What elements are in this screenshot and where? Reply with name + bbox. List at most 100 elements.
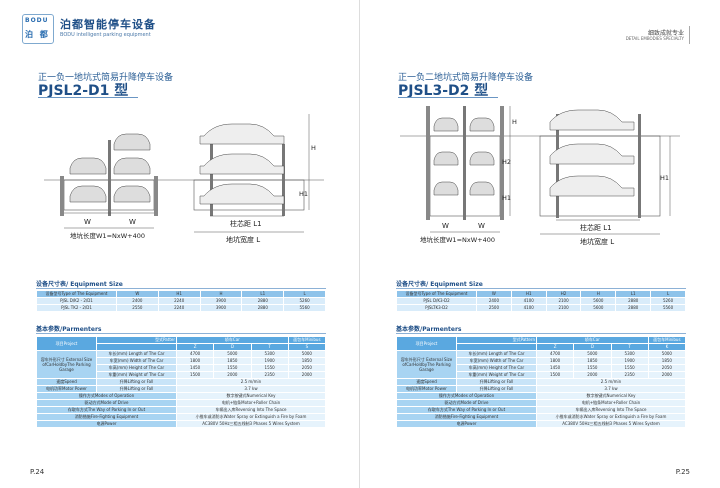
pit-length-label: 地坑长度W1=NxW+400 [420,235,495,244]
table-cell: 5000 [647,350,687,358]
brand-name-cn: 泊都智能停车设备 [60,18,156,31]
table-cell: 2100 [545,297,582,305]
table-cell: 3.7 kw [176,385,326,393]
table-cell: PJSL D/K2 - 2/D1 [36,297,117,305]
size-table: 设备型号Type of The Equipment W H1 H2 H L1 L… [396,290,686,312]
table-header: W [476,290,512,298]
table-cell: 1850 [573,357,612,365]
post [500,106,504,220]
table-cell: 3900 [199,304,243,312]
dim-h2-label: H2 [502,158,511,166]
table-header: D [213,343,252,351]
table-header: 轿车Car [176,336,289,344]
table-cell: 2880 [241,304,285,312]
table-cell: 5560 [650,304,686,312]
table-header: H [199,290,243,298]
table-row: 电源Power AC380V 50Hz三相五线制3 Phases 5 Wires… [36,420,326,428]
table-row: 车重(mm) Weight of The Car 1500 2000 2350 … [397,371,687,379]
page-number: P.24 [30,468,45,476]
logo-latin: BODU [25,17,49,24]
left-page: BODU 泊 都 泊都智能停车设备 BODU intelligent parki… [22,0,360,488]
table-header-row: 项目Project 型式Pattern 轿车Car 面包车Minibus [396,336,687,351]
section-rule [396,288,686,289]
table-cell: 3.7 kw [536,385,686,393]
table-header: K [647,343,687,351]
table-cell: 5300 [610,350,649,358]
table-cell: 车辆出入库Reversing Into The Space [536,406,686,414]
table-cell: 电源Power [396,420,537,428]
table-row: 操作方式Modes of Operation 数字按键式Numerical Ke… [36,392,326,400]
pjsl3-diagram: H H2 H1 W W 地坑长度W1=NxW+400 H1 柱芯距 L1 地坑宽… [400,106,680,246]
table-cell: 5600 [580,297,617,305]
table-cell: 小推车或消防水Water Spray or Extinguish a Fire … [176,413,326,421]
table-cell: 1450 [175,364,215,372]
table-cell: 驱动方式Mode of Drive [36,399,177,407]
pit-length-label: 地坑长度W1=NxW+400 [70,231,145,240]
table-cell: 速度Speed [396,378,457,386]
table-cell: 操作方式Modes of Operation [36,392,177,400]
table-cell: PJSLTK3-D2 [396,304,477,312]
param-table: 项目Project 型式Patter 轿车Car 面包车Minibus Z D … [36,336,327,428]
table-cell: AC380V 50Hz三相五线制3 Phases 5 Wires System [176,420,326,428]
model-subtitle: 正一负二地坑式简易升降停车设备 [398,73,534,83]
dim-h-label: H [512,118,517,126]
right-page: 细致成就专业 DETAIL EMBODIES SPECIALTY 正一负二地坑式… [360,0,720,488]
table-row: PJSL D/K2 - 2/D1 2400 2240 3900 2880 526… [36,297,326,305]
table-cell: 车宽(mm) Width of The Car [456,357,537,365]
table-cell: 电机功率Motor Power [36,385,97,393]
table-cell: 2000 [573,371,612,379]
table-cell: 2400 [116,297,159,305]
table-cell: 2240 [157,297,201,305]
table-cell: 数字按键式Numerical Key [536,392,686,400]
table-row: 容车外形尺寸 External Size ofCarHoldbyThe Park… [396,350,687,379]
section-rule [36,333,326,334]
table-cell: 小推车或消防水Water Spray or Extinguish a Fire … [536,413,686,421]
table-row: PJSL TK2 - 2/D1 2550 2240 3900 2880 5560 [36,304,326,312]
table-header: 轿车Car [536,336,649,344]
table-cell: 2050 [287,364,327,372]
core-width-label: 柱芯距 L1 [230,219,262,228]
table-cell: 2350 [610,371,649,379]
car-side-icon [199,123,285,205]
table-cell: 电源Power [36,420,177,428]
table-cell: 4700 [535,350,575,358]
table-row: 车高(mm) Height of The Car 1450 1550 1550 … [397,364,687,372]
dim-h1-label: H1 [660,174,669,182]
table-cell: 2000 [213,371,252,379]
table-cell: 2.5 m/min [536,378,686,386]
size-table: 设备型号Type of The Equipment W H1 H L1 L PJ… [36,290,326,312]
table-cell: 升降Lifting or Fall [456,385,537,393]
dim-h1-label: H1 [299,190,308,198]
tagline-cn: 细致成就专业 [647,30,684,37]
table-cell: 5000 [287,350,327,358]
table-row: 存取车方式The Way of Parking In or Out 车辆出入库R… [36,406,326,414]
table-cell: 电机+链条Motor+Roller Chain [536,399,686,407]
table-cell: 升降Lifting or Fall [96,385,177,393]
table-cell: 3900 [199,297,243,305]
logo-badge [22,14,54,44]
size-heading: 设备尺寸表/ Equipment Size [36,281,123,288]
chevron-icon: 》 [118,86,128,97]
table-header: 项目Project [396,336,457,351]
table-cell: 1900 [250,357,289,365]
post [638,114,641,218]
table-cell: 2000 [287,371,327,379]
post [556,114,559,218]
dim-w-label: W [442,222,449,230]
table-cell: 升降Lifting or Fall [456,378,537,386]
dim-h1-label: H1 [502,194,511,202]
table-row: PJSLTK3-D2 2500 4100 2100 5600 2880 5560 [396,304,686,312]
table-row: 消防措施Fire-Fighting Equipment 小推车或消防水Water… [396,413,686,421]
core-width-label: 柱芯距 L1 [580,223,612,232]
table-cell: 容车外形尺寸 External Size ofCarHoldbyThe Park… [396,350,457,379]
table-cell: 1800 [535,357,575,365]
table-cell: 1550 [610,364,649,372]
table-cell: 驱动方式Mode of Drive [396,399,537,407]
table-row: 电源Power AC380V 50Hz三相五线制3 Phases 5 Wires… [396,420,686,428]
table-row: 消防措施Fire-Fighting Equipment 小推车或消防水Water… [36,413,326,421]
pit-width-label: 地坑宽度 L [580,237,614,246]
table-header: H1 [157,290,201,298]
section-rule [36,288,326,289]
table-header: Z [535,343,575,351]
table-cell: 5560 [283,304,326,312]
